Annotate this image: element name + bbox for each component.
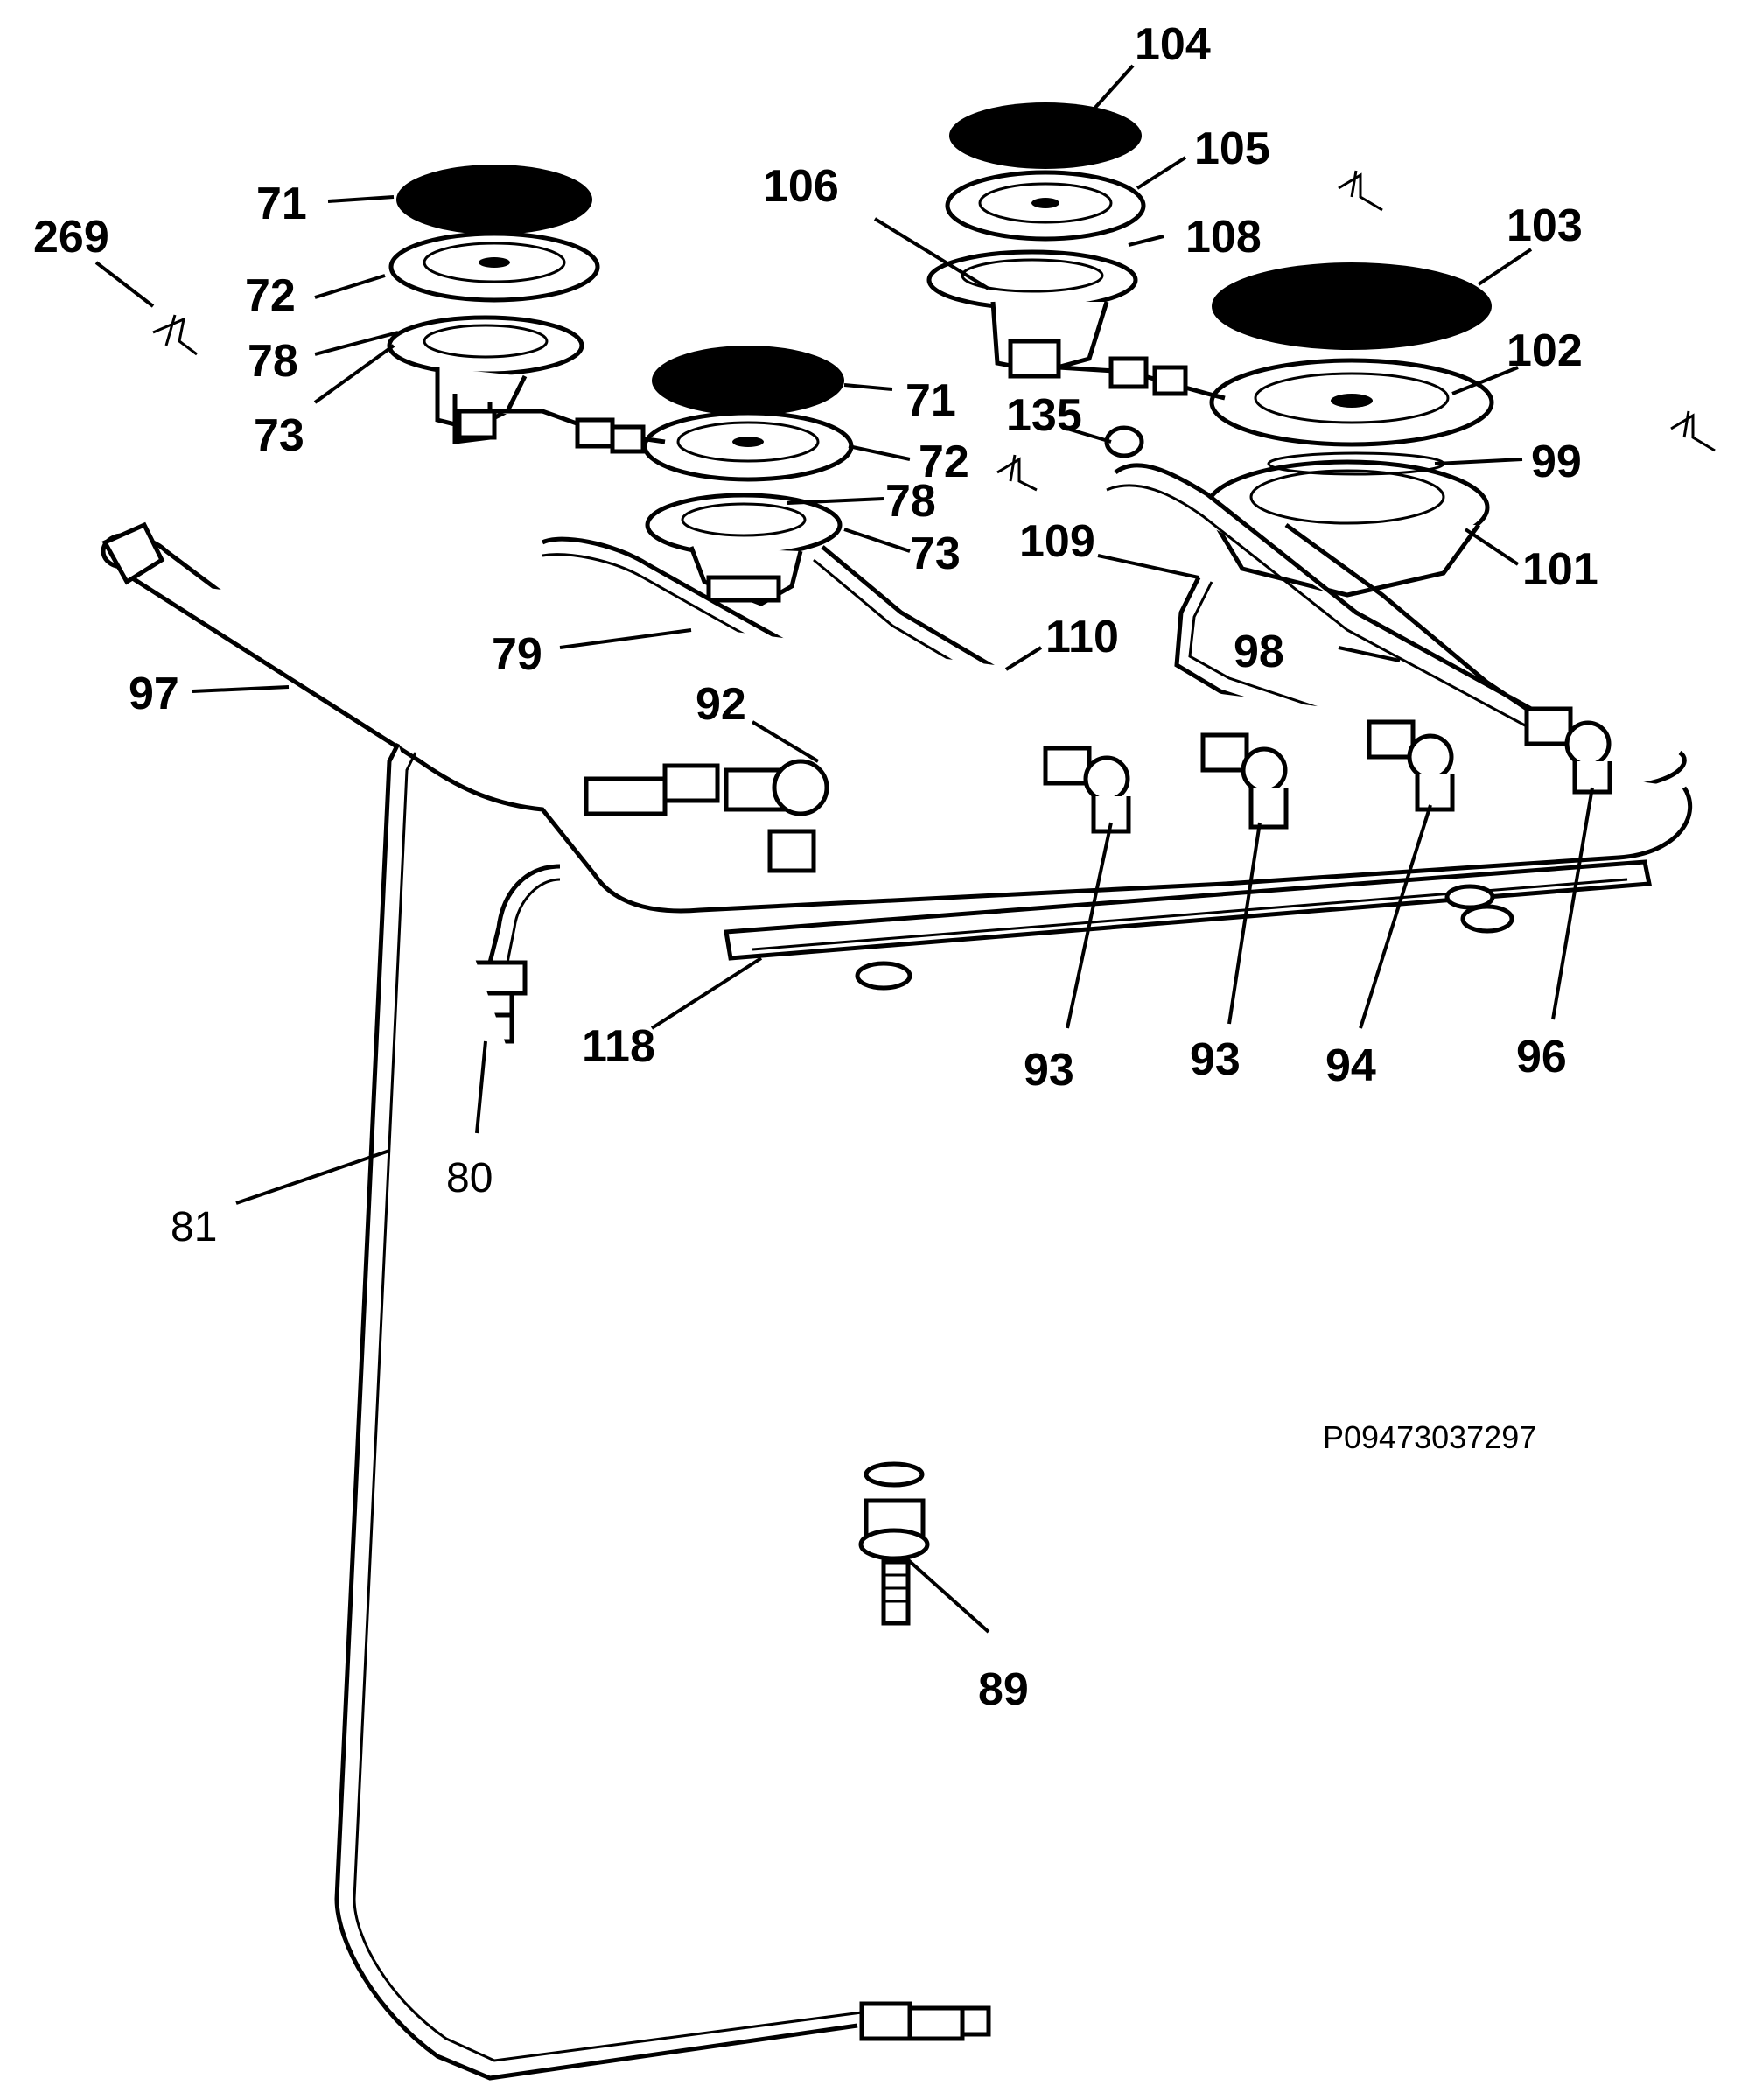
ignition-rail-118 <box>724 859 1653 990</box>
gas-valve-94 <box>1367 719 1455 812</box>
label-104: 104 <box>1135 19 1211 70</box>
label-72-left: 72 <box>245 270 296 321</box>
label-94: 94 <box>1325 1040 1376 1091</box>
label-97: 97 <box>129 668 179 719</box>
part-code-text: P09473037297 <box>1323 1419 1536 1455</box>
burner-crown-105 <box>945 170 1146 242</box>
label-110: 110 <box>1045 612 1119 662</box>
gas-valve-93-a <box>1043 746 1131 834</box>
label-98: 98 <box>1234 626 1284 677</box>
burner-crown-72-left <box>388 231 600 303</box>
burner-cap-71-center <box>652 346 844 416</box>
label-118: 118 <box>582 1021 655 1072</box>
label-73-left: 73 <box>254 410 304 461</box>
label-269: 269 <box>33 212 109 262</box>
label-135: 135 <box>1006 390 1082 441</box>
label-102: 102 <box>1507 326 1583 376</box>
label-108: 108 <box>1185 212 1262 262</box>
label-101: 101 <box>1522 544 1598 595</box>
pipe-to-rear-burner <box>1284 522 1542 720</box>
burner-base-73-center <box>645 493 843 606</box>
screw-269-c <box>1338 170 1383 212</box>
burner-cap-103 <box>1212 262 1492 350</box>
label-78-center: 78 <box>885 476 936 527</box>
burner-crown-72-center <box>642 410 854 482</box>
label-71-center: 71 <box>905 375 956 426</box>
screw-269-d <box>1670 410 1716 452</box>
pipe-interconnect-right <box>1058 356 1226 401</box>
burner-base-106 <box>926 249 1138 379</box>
label-103: 103 <box>1507 200 1583 251</box>
label-92: 92 <box>696 679 746 730</box>
gas-valve-93-b <box>1200 732 1289 830</box>
gas-valve-92 <box>584 759 829 873</box>
part-89-fitting <box>858 1461 930 1626</box>
pipe-98 <box>1104 425 1533 728</box>
pipe-interconnect-left <box>490 409 666 454</box>
burner-crown-102 <box>1209 358 1494 447</box>
burner-cap-104 <box>949 102 1142 169</box>
main-gas-manifold-97 <box>101 522 1693 914</box>
label-96: 96 <box>1516 1032 1567 1082</box>
label-89: 89 <box>978 1664 1029 1715</box>
screw-269-a <box>152 314 198 356</box>
label-106: 106 <box>763 161 839 212</box>
label-79: 79 <box>492 629 542 680</box>
burner-base-73-left <box>387 315 584 444</box>
label-109: 109 <box>1019 516 1095 567</box>
label-99: 99 <box>1531 437 1582 487</box>
label-105: 105 <box>1194 123 1270 174</box>
leader-lines <box>94 64 1594 1634</box>
label-71-left: 71 <box>256 178 307 229</box>
label-73-center: 73 <box>910 528 961 579</box>
label-81: 81 <box>171 1204 217 1250</box>
label-93-a: 93 <box>1024 1045 1074 1096</box>
burner-cap-71-left <box>396 164 592 234</box>
label-78-left: 78 <box>248 336 298 387</box>
label-72-center: 72 <box>919 437 969 487</box>
screw-269-b <box>996 454 1038 492</box>
label-80: 80 <box>446 1155 493 1201</box>
supply-pipe-81 <box>334 742 991 2081</box>
label-93-b: 93 <box>1190 1034 1241 1085</box>
